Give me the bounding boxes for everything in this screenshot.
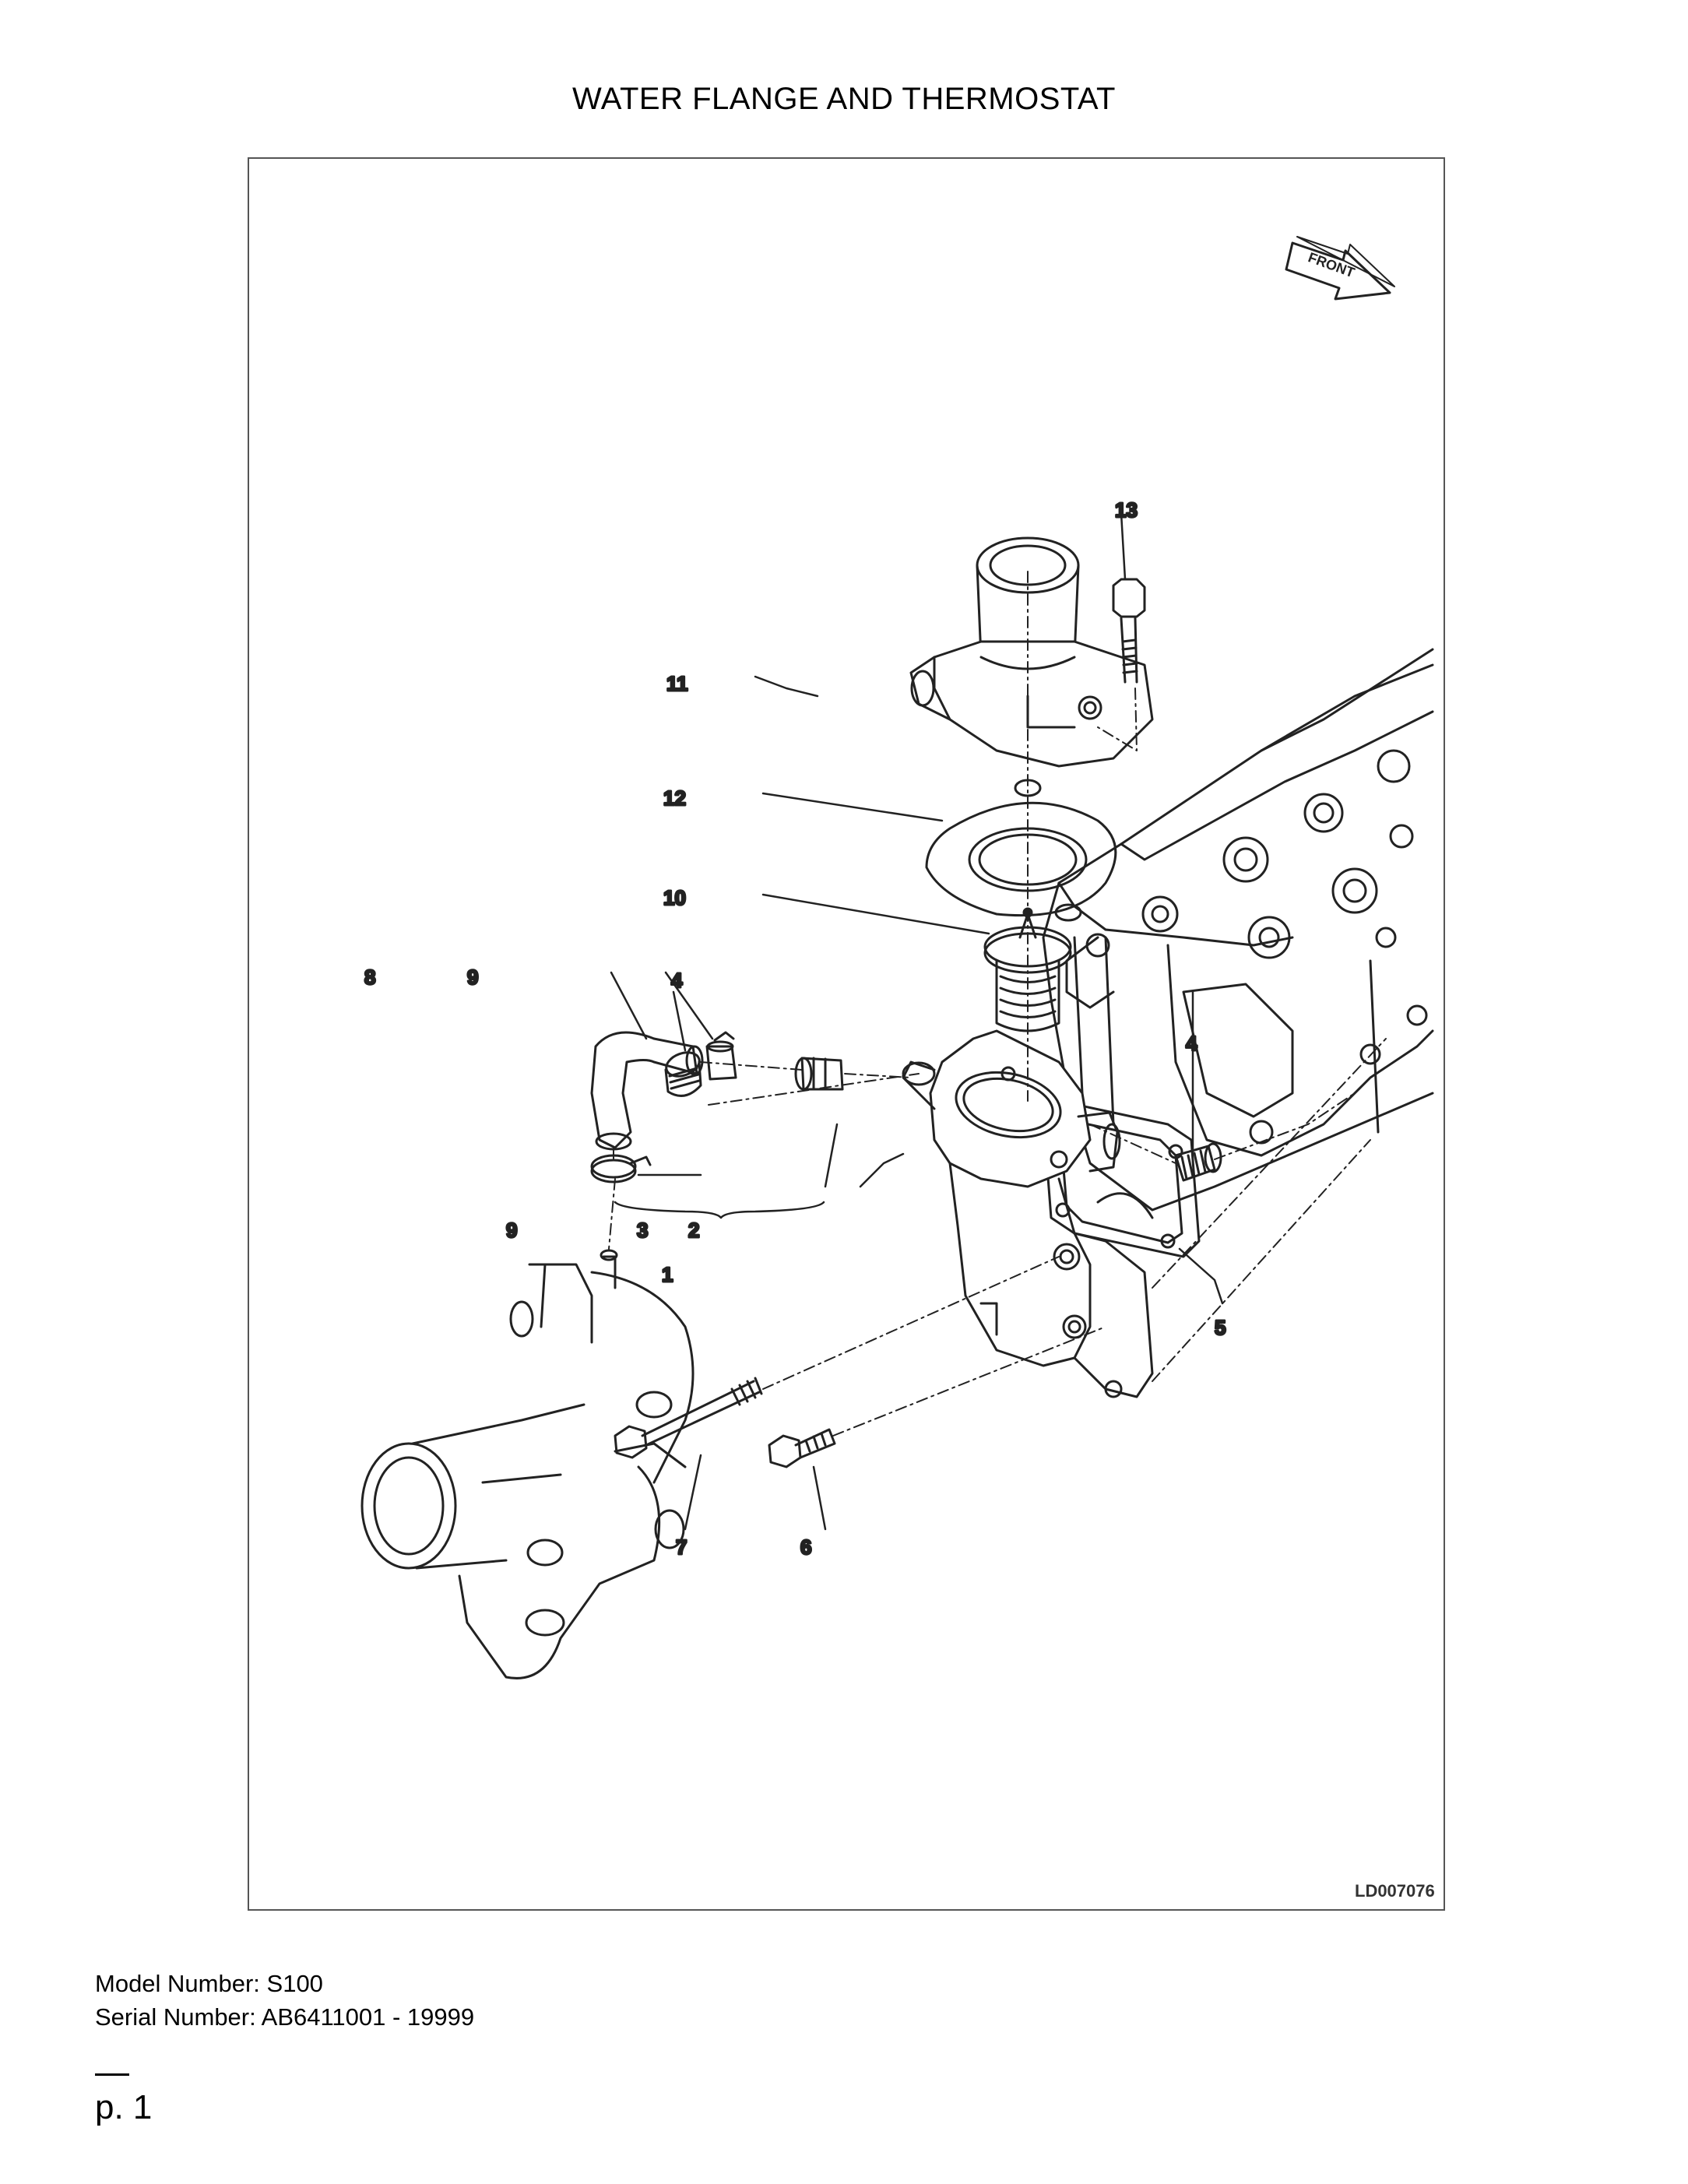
plug-left-drawing	[664, 1051, 702, 1097]
page-title: WATER FLANGE AND THERMOSTAT	[572, 82, 1116, 116]
callout-4-left: 4	[671, 969, 683, 992]
page-number: p. 1	[95, 2088, 153, 2126]
callout-1: 1	[662, 1263, 673, 1286]
front-arrow-icon: FRONT	[1285, 236, 1395, 301]
clip-upper-drawing	[705, 1031, 737, 1081]
thermostat-cover-drawing	[909, 536, 1154, 768]
callout-7: 7	[676, 1535, 687, 1559]
figure-id: LD007076	[1355, 1881, 1435, 1901]
callout-10: 10	[663, 886, 686, 909]
water-pump-drawing	[360, 1249, 695, 1679]
serial-number: Serial Number: AB6411001 - 19999	[95, 2003, 475, 2031]
alignment-lines	[608, 571, 1387, 1437]
clip-lower-drawing	[590, 1154, 652, 1183]
callout-9-upper: 9	[467, 965, 478, 989]
exploded-parts-diagram: FRONT	[360, 236, 1435, 1901]
bolt-7-drawing	[614, 1377, 763, 1459]
tube-drawing	[794, 1057, 844, 1091]
leader-lines	[610, 512, 1224, 1531]
callout-labels: 13 11 12 10 8 9 4 4 9 3 2 1 5 7 6	[364, 498, 1227, 1560]
callout-3: 3	[637, 1219, 648, 1242]
hose-drawing	[590, 1031, 704, 1151]
callout-12: 12	[663, 786, 686, 810]
group-bracket	[614, 1201, 825, 1219]
water-flange-drawing	[902, 1029, 1154, 1398]
callout-6: 6	[800, 1535, 811, 1559]
callout-9-lower: 9	[506, 1219, 517, 1242]
callout-8: 8	[364, 965, 375, 989]
callout-13: 13	[1115, 498, 1138, 522]
callout-5: 5	[1215, 1316, 1226, 1339]
page-number-rule	[95, 2073, 129, 2076]
callout-11: 11	[666, 672, 688, 695]
model-number: Model Number: S100	[95, 1970, 323, 1997]
parts-diagram-frame: FRONT	[248, 157, 1445, 1911]
thermostat-gasket-drawing	[925, 779, 1117, 922]
bolt-13-drawing	[1112, 578, 1146, 684]
callout-2: 2	[688, 1219, 699, 1242]
bolt-6-drawing	[768, 1428, 836, 1468]
cylinder-head-drawing	[1042, 648, 1434, 1212]
callout-4-right: 4	[1186, 1032, 1197, 1055]
